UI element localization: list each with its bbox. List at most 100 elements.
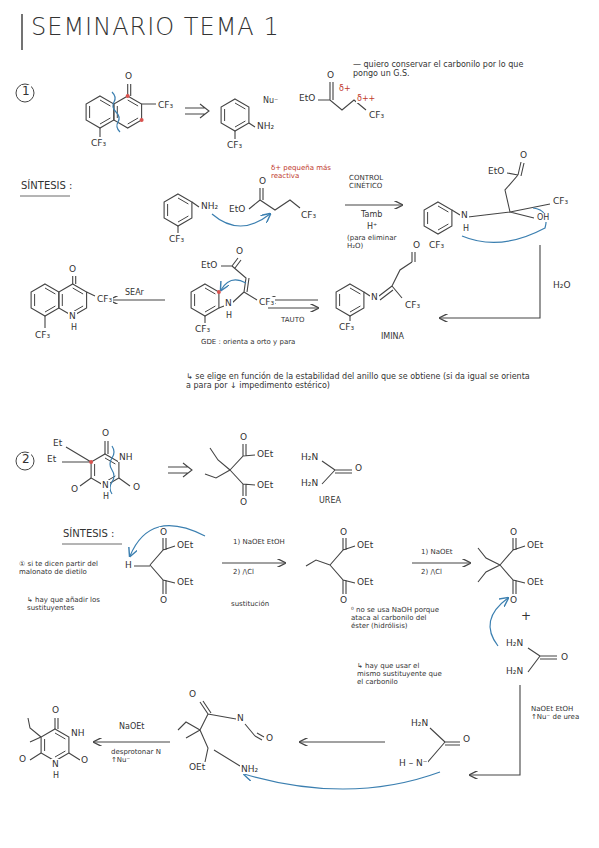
atom-label: UREA bbox=[318, 496, 342, 505]
atom-label: CF₃ bbox=[90, 138, 107, 148]
atom-label: O bbox=[239, 497, 248, 507]
atom-label: O bbox=[258, 176, 267, 186]
atom-label: N bbox=[224, 298, 233, 308]
atom-label: 1) NaOEt bbox=[420, 548, 454, 556]
atom-label: O bbox=[462, 734, 471, 744]
note-text: NaOEt EtOH ↑Nu⁻ de urea bbox=[530, 705, 587, 721]
atom-label: N bbox=[236, 713, 245, 723]
atom-label: OEt bbox=[526, 540, 544, 550]
atom-label: O bbox=[159, 595, 168, 605]
atom-label: sustitución bbox=[230, 600, 270, 608]
atom-label: N bbox=[68, 311, 77, 321]
atom-label: OEt bbox=[176, 540, 194, 550]
atom-label: EtO bbox=[298, 93, 316, 103]
atom-label: O bbox=[70, 484, 79, 494]
atom-label: O bbox=[509, 595, 518, 605]
page-title: SEMINARIO TEMA 1 bbox=[30, 14, 281, 42]
atom-label: N bbox=[101, 480, 110, 490]
atom-label: OEt bbox=[356, 577, 374, 587]
note-text: desprotonar N ↑Nu⁻ bbox=[110, 748, 172, 764]
atom-label: H bbox=[124, 560, 133, 570]
atom-label: H bbox=[70, 323, 78, 332]
atom-label: CF₃ bbox=[96, 294, 113, 304]
note-text: ↳ hay que añadir los sustituyentes bbox=[26, 596, 106, 612]
atom-label: O bbox=[339, 595, 348, 605]
atom-label: O bbox=[239, 432, 248, 442]
atom-label: N bbox=[51, 759, 60, 769]
atom-label: CF₃ bbox=[34, 330, 51, 340]
atom-label: O bbox=[51, 705, 60, 715]
atom-label: O bbox=[101, 428, 110, 438]
atom-label: NH₂ bbox=[200, 201, 219, 211]
atom-label: CF₃ bbox=[552, 196, 569, 206]
atom-label: N bbox=[460, 210, 469, 220]
atom-label: SEAr bbox=[124, 288, 145, 297]
atom-label: O bbox=[124, 71, 133, 81]
atom-label: OEt bbox=[176, 577, 194, 587]
atom-label: H bbox=[462, 224, 470, 233]
atom-label: CF₃ bbox=[194, 324, 211, 334]
atom-label: O bbox=[265, 733, 274, 743]
atom-label: NH₂ bbox=[240, 764, 259, 774]
atom-label: CF₃ bbox=[300, 210, 317, 220]
atom-label: O bbox=[326, 70, 335, 80]
atom-label: O bbox=[132, 482, 141, 492]
atom-label: CF₃ bbox=[368, 110, 385, 120]
atom-label: H bbox=[225, 311, 233, 320]
atom-label: NH bbox=[118, 452, 134, 462]
atom-label: O bbox=[560, 652, 569, 662]
atom-label: CF₃ bbox=[157, 100, 174, 110]
atom-label: O bbox=[18, 754, 27, 764]
atom-label: Tamb bbox=[360, 210, 383, 219]
note-text: CONTROL CINÉTICO bbox=[348, 174, 402, 190]
atom-label: N bbox=[370, 292, 379, 302]
atom-label: H₂N bbox=[505, 638, 524, 648]
atom-label: O bbox=[159, 527, 168, 537]
atom-label: OEt bbox=[256, 449, 274, 459]
atom-label: O bbox=[509, 527, 518, 537]
atom-label: δ+ bbox=[338, 84, 352, 93]
atom-label: 2) ∕\Cl bbox=[420, 568, 443, 576]
note-text: ↳ hay que usar el mismo sustituyente que… bbox=[356, 662, 443, 686]
atom-label: OH bbox=[536, 213, 550, 222]
atom-label: O bbox=[412, 240, 421, 250]
atom-label: EtO bbox=[228, 204, 246, 214]
atom-label: Et bbox=[52, 438, 63, 448]
note-text: ⁰ no se usa NaOH porque ataca al carboni… bbox=[350, 606, 442, 630]
atom-label: CF₃ bbox=[258, 297, 275, 307]
atom-label: CF₃ bbox=[338, 322, 355, 332]
atom-label: Et bbox=[46, 454, 57, 464]
atom-label: O bbox=[68, 264, 77, 274]
atom-label: NH₂ bbox=[256, 121, 275, 131]
atom-label: OEt bbox=[188, 762, 206, 772]
atom-label: O bbox=[339, 527, 348, 537]
note-text: ↳ se elige en función de la estabilidad … bbox=[185, 372, 532, 390]
atom-label: H₂N bbox=[300, 478, 319, 488]
atom-label: CF₃ bbox=[428, 240, 445, 250]
atom-label: H₂N bbox=[505, 666, 524, 676]
atom-label: TAUTO bbox=[280, 316, 305, 324]
atom-label: OEt bbox=[356, 540, 374, 550]
atom-label: CF₃ bbox=[404, 300, 421, 310]
note-text: δ+ pequeña más reactiva bbox=[270, 164, 338, 180]
atom-label: SÍNTESIS : bbox=[62, 528, 115, 540]
atom-label: 1 bbox=[21, 85, 31, 99]
atom-label: EtO bbox=[487, 166, 505, 176]
atom-label: CF₃ bbox=[168, 234, 185, 244]
note-text: — quiero conservar el carbonilo por lo q… bbox=[352, 60, 534, 78]
atom-label: H – N⁻ bbox=[398, 758, 428, 768]
atom-label: NH bbox=[70, 728, 86, 738]
atom-label: δ++ bbox=[356, 94, 376, 103]
atom-label: H₂O bbox=[552, 280, 571, 290]
atom-label: O bbox=[188, 689, 197, 699]
atom-label: H bbox=[102, 492, 110, 501]
note-text: GDE : orienta a orto y para bbox=[200, 338, 297, 346]
atom-label: H⁺ bbox=[366, 222, 378, 231]
atom-label: 2) ∕\Cl bbox=[232, 568, 255, 576]
note-text: (para eliminar H₂O) bbox=[346, 234, 410, 250]
atom-label: H₂N bbox=[300, 452, 319, 462]
note-text: 1) NaOEt EtOH bbox=[232, 538, 286, 546]
atom-label: H₂N bbox=[410, 718, 429, 728]
